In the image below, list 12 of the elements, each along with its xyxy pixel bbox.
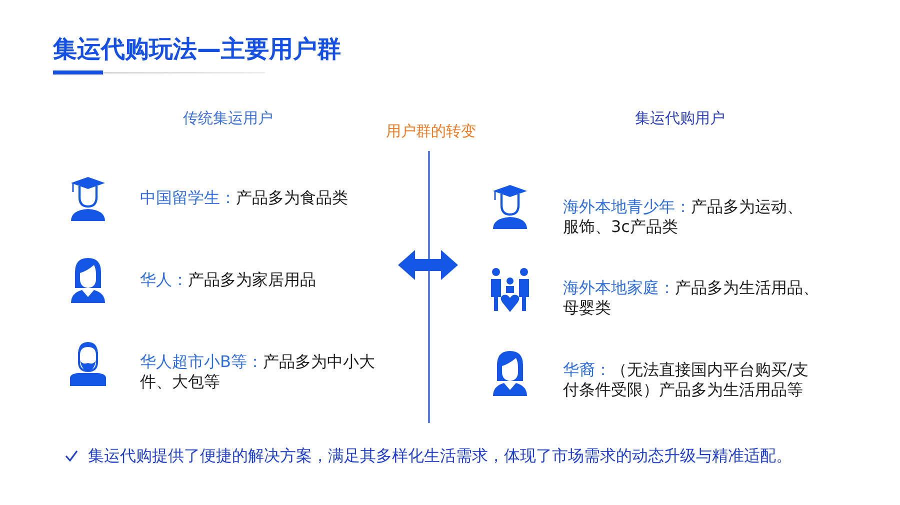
column-heading: 集运代购用户 (635, 109, 725, 127)
column-heading: 传统集运用户 (183, 109, 273, 127)
slide-title: 集运代购玩法—主要用户群 (53, 34, 341, 64)
user-group-description: 中国留学生：产品多为食品类 (140, 188, 349, 208)
user-group-description: 华人：产品多为家居用品 (140, 270, 317, 290)
transition-label: 用户群的转变 (386, 121, 476, 141)
user-group-description: 海外本地青少年：产品多为运动、服饰、3c产品类 (563, 197, 804, 237)
summary-note: 集运代购提供了便捷的解决方案，满足其多样化生活需求，体现了市场需求的动态升级与精准适配。 (88, 446, 792, 466)
user-group-description: 华人超市小B等：产品多为中小大件、大包等 (140, 352, 376, 392)
user-group-description: 华裔：（无法直接国内平台购买/支付条件受限）产品多为生活用品等 (563, 360, 810, 400)
user-group-description: 海外本地家庭：产品多为生活用品、母婴类 (563, 278, 820, 318)
double-arrow (398, 250, 458, 280)
